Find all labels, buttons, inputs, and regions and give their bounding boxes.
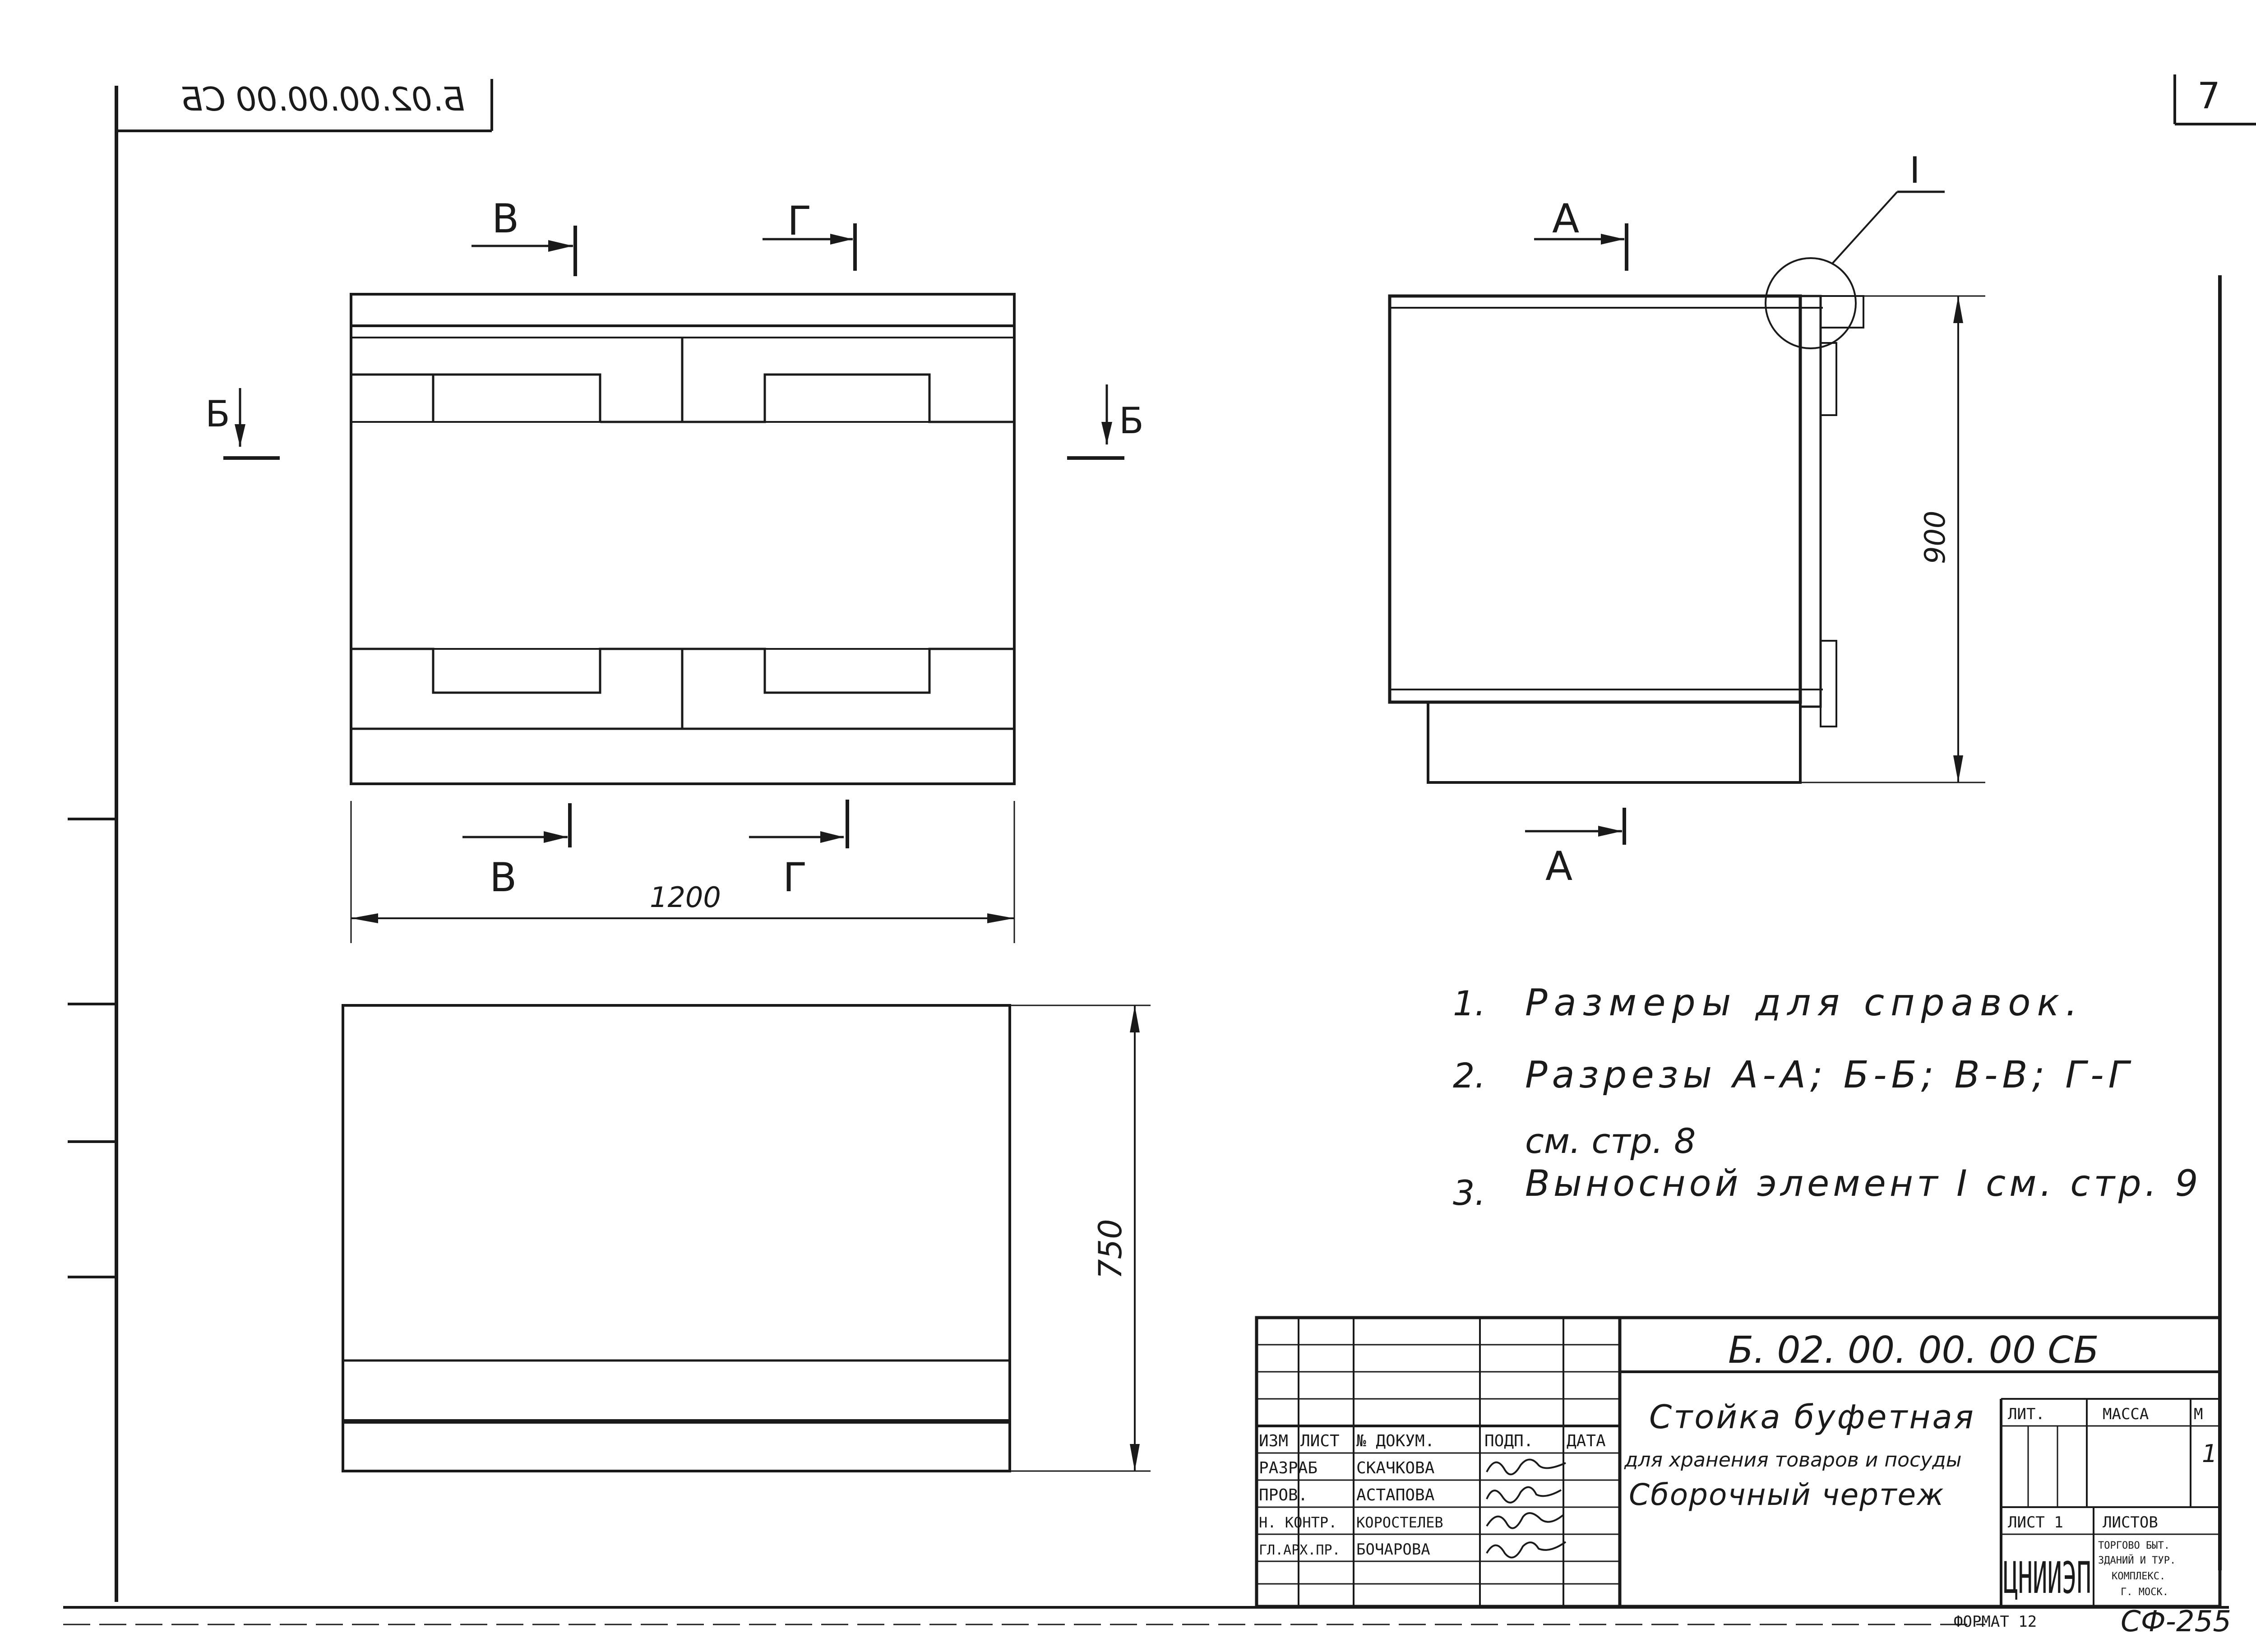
tb-org-note-2: ЗДАНИЙ И ТУР. xyxy=(2098,1555,2176,1566)
dimension-depth: 750 xyxy=(1092,1219,1129,1279)
section-label-right: Б xyxy=(1119,400,1144,442)
note-1-number: 1. xyxy=(1453,983,1486,1023)
handle-left-bottom xyxy=(351,648,682,694)
tb-header-list: ЛИСТ xyxy=(1300,1432,1340,1450)
tb-name-3: КОРОСТЕЛЕВ xyxy=(1356,1514,1443,1531)
format-label: ФОРМАТ 12 xyxy=(1954,1613,2037,1631)
tb-name-2: АСТАПОВА xyxy=(1356,1486,1435,1504)
note-2-text: Разрезы А-А; Б-Б; В-В; Г-Г xyxy=(1525,1054,2133,1097)
tb-role-1: РАЗРАБ xyxy=(1259,1459,1318,1477)
tb-org-note-1: ТОРГОВО БЫТ. xyxy=(2098,1540,2170,1551)
section-label-left: Б xyxy=(205,393,230,435)
tb-scale-label: М xyxy=(2194,1405,2203,1423)
archive-code: СФ-255 xyxy=(2121,1605,2231,1638)
handle-left-top-a xyxy=(351,373,435,422)
handle-left-top xyxy=(433,373,601,422)
dimension-height: 900 xyxy=(1919,511,1951,564)
tb-title-line3: Сборочный чертеж xyxy=(1629,1477,1945,1512)
tb-role-4: ГЛ.АРХ.ПР. xyxy=(1259,1542,1341,1558)
note-3-text: Выносной элемент I см. стр. 9 xyxy=(1525,1162,2201,1204)
section-label-bottom-left: В xyxy=(490,854,517,901)
title-block: ИЗМ ЛИСТ № ДОКУМ. ПОДП. ДАТА РАЗРАБ СКАЧ… xyxy=(1255,1316,2222,1608)
tb-lit-label: ЛИТ. xyxy=(2008,1405,2045,1423)
tb-title-line1: Стойка буфетная xyxy=(1649,1398,1975,1436)
tb-title-line2: для хранения товаров и посуды xyxy=(1624,1448,1961,1472)
section-label-bottom-right: Г xyxy=(783,854,807,901)
handle-right-bottom xyxy=(682,648,1014,694)
tb-mass-label: МАССА xyxy=(2103,1405,2149,1423)
tb-role-3: Н. КОНТР. xyxy=(1259,1514,1337,1531)
tb-role-2: ПРОВ. xyxy=(1259,1486,1308,1504)
front-view: В Г В Г Б Б 1200 xyxy=(205,195,1144,943)
mirrored-code-text: Б.02.00.00.00 СБ xyxy=(180,80,465,118)
section-label-side-top: А xyxy=(1552,195,1579,242)
dimension-width: 1200 xyxy=(650,881,721,914)
note-2-number: 2. xyxy=(1453,1055,1486,1096)
tb-header-sign: ПОДП. xyxy=(1484,1432,1533,1450)
handle-right-top xyxy=(682,373,1014,423)
note-3-number: 3. xyxy=(1453,1173,1486,1213)
callout-label: I xyxy=(1909,149,1920,191)
side-view: I А А 900 xyxy=(1388,149,1985,889)
plan-view: 750 xyxy=(342,1004,1151,1472)
page-number: 7 xyxy=(2197,75,2220,117)
mirrored-code-stamp: Б.02.00.00.00 СБ xyxy=(116,79,493,132)
tb-header-date: ДАТА xyxy=(1567,1432,1606,1450)
section-label-top-right: Г xyxy=(787,198,812,244)
tb-document-code: Б. 02. 00. 00. 00 СБ xyxy=(1728,1329,2099,1372)
page-number-box: 7 xyxy=(2173,74,2256,125)
tb-org-note-3: КОМПЛЕКС. xyxy=(2112,1571,2165,1582)
tb-name-4: БОЧАРОВА xyxy=(1356,1541,1430,1559)
note-2-cont: см. стр. 8 xyxy=(1525,1121,1696,1161)
tb-name-1: СКАЧКОВА xyxy=(1356,1459,1435,1477)
tb-scale-value: 1 xyxy=(2202,1439,2217,1468)
note-1-text: Размеры для справок. xyxy=(1525,981,2084,1024)
tb-sheet-label: ЛИСТ 1 xyxy=(2008,1513,2063,1532)
tb-header-doc: № ДОКУМ. xyxy=(1356,1432,1434,1450)
tb-org-note-4: Г. МОСК. xyxy=(2121,1587,2168,1598)
tb-header-izm: ИЗМ xyxy=(1259,1432,1288,1450)
section-label-side-bottom: А xyxy=(1545,843,1572,889)
tb-sheets-label: ЛИСТОВ xyxy=(2103,1513,2158,1532)
notes-block: 1. Размеры для справок. 2. Разрезы А-А; … xyxy=(1453,981,2201,1213)
callout-circle xyxy=(1765,257,1857,349)
signatures xyxy=(1486,1458,1567,1559)
tb-org-name: ЦНИИЭП xyxy=(2003,1553,2091,1603)
section-label-top-left: В xyxy=(492,195,519,242)
sheet-frame xyxy=(63,86,2229,1625)
